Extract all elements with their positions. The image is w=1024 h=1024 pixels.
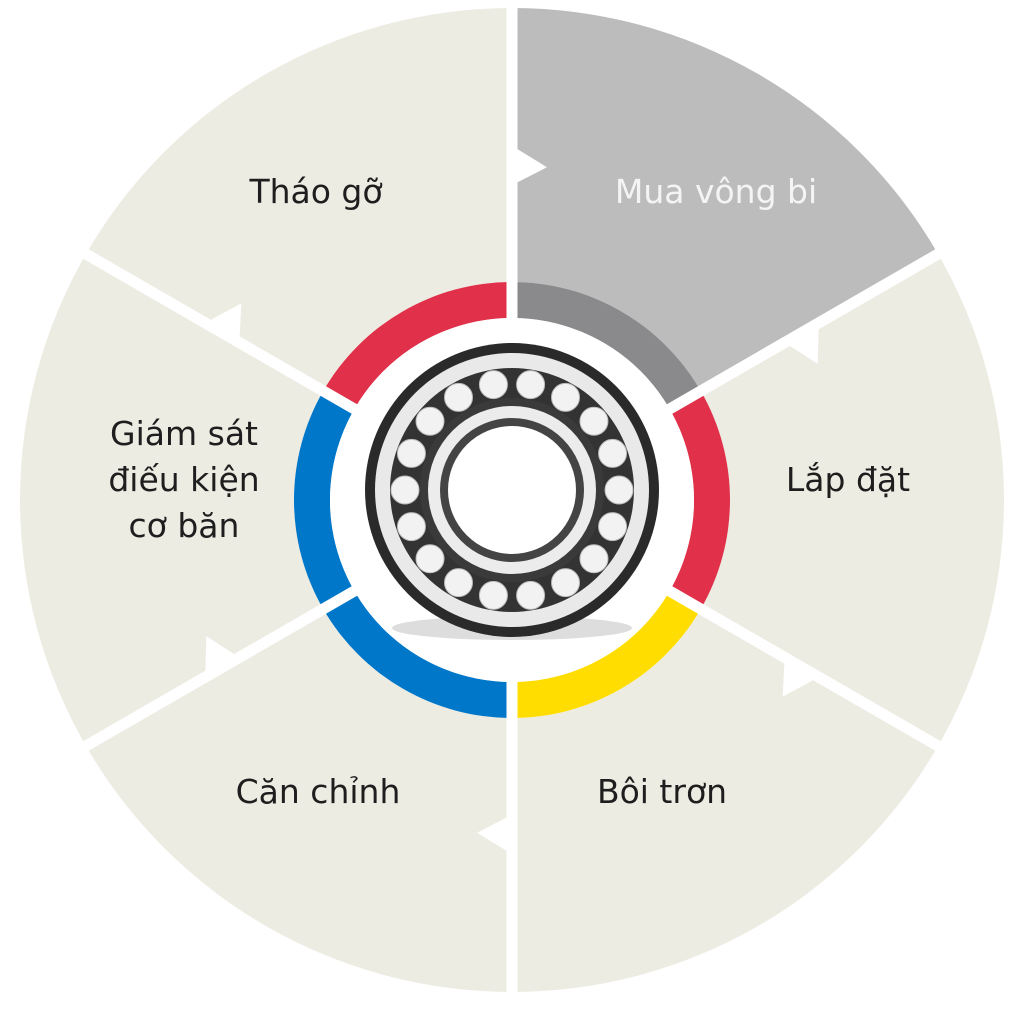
label-line: Giám sát	[110, 414, 258, 453]
roller	[516, 370, 546, 400]
sector-label-dismounting[interactable]: Tháo gỡ	[249, 172, 383, 211]
sector[interactable]	[512, 609, 939, 992]
sector-divider	[78, 246, 359, 415]
roller	[598, 512, 628, 542]
sector-label-mounting[interactable]: Lắp đặt	[785, 460, 911, 499]
ring-segment	[294, 391, 355, 609]
sector[interactable]	[700, 254, 1004, 746]
roller	[579, 544, 609, 574]
sector[interactable]	[19, 254, 324, 746]
roller	[390, 475, 420, 505]
sector[interactable]	[512, 8, 939, 391]
roller	[444, 382, 473, 412]
roller	[444, 568, 473, 598]
ring-segment	[512, 282, 701, 409]
roller	[415, 544, 445, 574]
sector-divider	[665, 585, 946, 754]
roller	[478, 370, 508, 400]
roller	[415, 406, 445, 436]
roller	[551, 568, 580, 598]
label-line: cơ băn	[128, 506, 240, 545]
ring-segment	[323, 591, 512, 718]
roller	[598, 438, 628, 468]
roller	[478, 580, 508, 610]
notch-arrow-icon	[477, 814, 512, 855]
ring-segment	[323, 282, 512, 409]
sector[interactable]	[85, 609, 513, 992]
roller	[396, 438, 426, 468]
roller	[396, 512, 426, 542]
label-line: điếu kiện	[108, 460, 260, 499]
bearing-icon	[365, 343, 659, 640]
sector-label-lubrication[interactable]: Bôi trơn	[596, 772, 728, 811]
sector-divider	[665, 246, 946, 415]
sector-label-buy-bearing[interactable]: Mua vông bi	[614, 172, 818, 211]
ring-segment	[512, 591, 701, 718]
sector-divider	[78, 585, 359, 754]
roller	[604, 475, 634, 505]
roller	[579, 406, 609, 436]
ring-segment	[669, 391, 730, 609]
roller	[516, 580, 546, 610]
sector-label-alignment[interactable]: Căn chỉnh	[235, 772, 401, 811]
notch-arrow-icon	[512, 145, 547, 186]
sector-label-condition-monitoring[interactable]: Giám sát điếu kiện cơ băn	[108, 411, 259, 549]
sector[interactable]	[85, 8, 513, 391]
roller	[551, 382, 580, 412]
